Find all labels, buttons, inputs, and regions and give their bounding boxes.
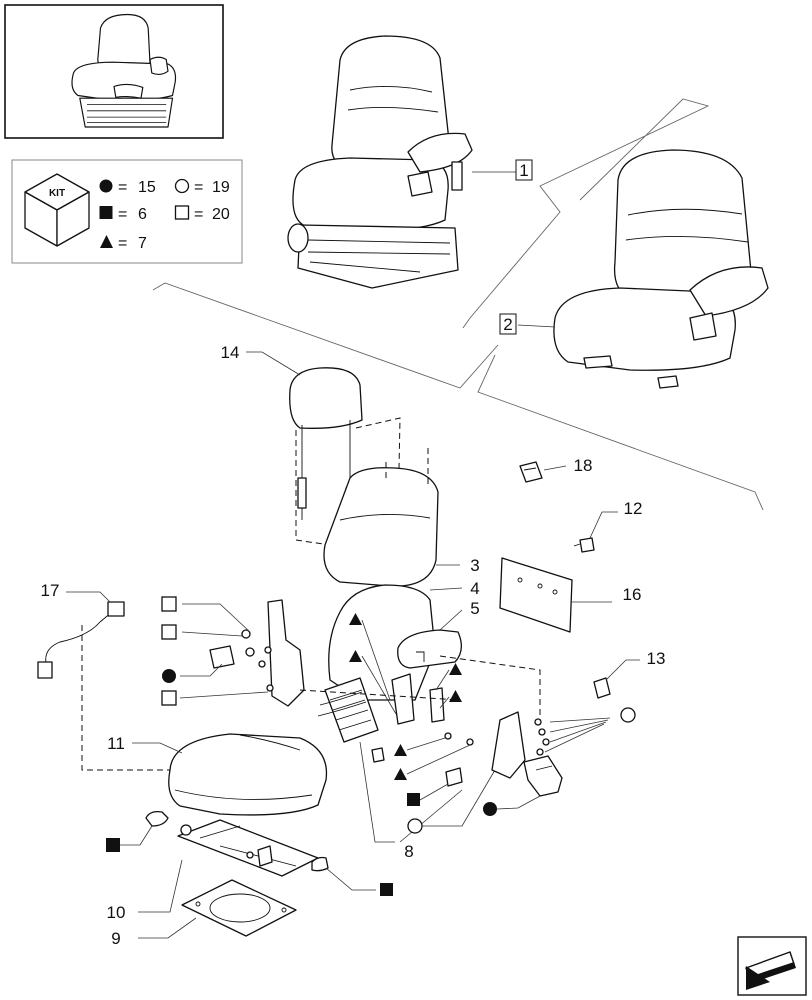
callout-13: 13 [647, 649, 666, 668]
callout-1: 1 [519, 161, 528, 180]
kit-eq-1: = [118, 179, 127, 196]
filled-square-symbol [99, 206, 113, 219]
filled-circle-marker [483, 802, 497, 816]
mounting-plate[interactable] [499, 557, 573, 633]
callout-17: 17 [41, 581, 60, 600]
callout-12: 12 [624, 499, 643, 518]
callout-8: 8 [404, 842, 413, 861]
filled-circle-symbol [99, 179, 113, 193]
kit-value-filled-triangle: 7 [138, 235, 147, 252]
seat-cushion[interactable] [168, 733, 328, 816]
open-circle-symbol [174, 178, 190, 194]
seat-pan[interactable] [177, 819, 319, 877]
center-hardware[interactable] [391, 673, 474, 787]
knob-12[interactable] [573, 537, 595, 553]
callout-5: 5 [470, 599, 479, 618]
base-plate[interactable] [181, 879, 297, 937]
cap-13[interactable] [593, 677, 611, 699]
callout-14: 14 [221, 343, 240, 362]
open-circle-marker [407, 818, 423, 834]
kit-eq-4: = [194, 179, 203, 196]
pan-cap[interactable] [311, 856, 329, 872]
filled-triangle-marker [349, 613, 362, 625]
callout-9: 9 [111, 929, 120, 948]
seat-thumbnail[interactable] [4, 4, 224, 139]
armrest[interactable] [397, 629, 462, 669]
open-square-marker [161, 624, 177, 640]
callout-11: 11 [107, 734, 125, 753]
seat-belt-buckle[interactable] [523, 755, 563, 797]
filled-circle-marker [162, 669, 176, 683]
open-square-marker [161, 596, 177, 612]
filled-square-marker [106, 838, 120, 852]
filled-triangle-marker [449, 663, 462, 675]
open-circle-marker [620, 707, 636, 723]
kit-value-filled-circle: 15 [138, 179, 156, 196]
kit-label: KIT [49, 188, 65, 199]
next-page-arrow-icon[interactable] [737, 936, 807, 996]
callout-4: 4 [470, 579, 479, 598]
kit-eq-5: = [194, 206, 203, 223]
filled-triangle-symbol [100, 235, 113, 248]
seat-assembly-upper[interactable] [553, 149, 769, 389]
right-side-bracket[interactable] [491, 711, 550, 779]
filled-square-marker [407, 793, 420, 806]
cushion-cap[interactable] [145, 810, 169, 827]
kit-legend: KIT = 15 = 6 = 7 = 19 = 20 [11, 159, 243, 264]
left-side-bracket[interactable] [209, 599, 305, 707]
callout-18: 18 [574, 456, 593, 475]
callout-16: 16 [623, 585, 642, 604]
kit-value-filled-square: 6 [138, 206, 147, 223]
kit-eq-3: = [118, 235, 127, 252]
callout-3: 3 [470, 556, 479, 575]
wiring-harness[interactable] [37, 601, 125, 679]
kit-eq-2: = [118, 206, 127, 223]
open-square-marker [161, 690, 177, 706]
clip-18[interactable] [519, 461, 543, 483]
backrest-cover[interactable] [323, 467, 439, 587]
filled-square-marker [380, 883, 393, 896]
seat-assembly-full[interactable] [287, 35, 473, 289]
callout-2: 2 [503, 315, 512, 334]
filled-triangle-marker [394, 768, 407, 780]
callout-10: 10 [107, 903, 126, 922]
kit-value-open-circle: 19 [212, 179, 230, 196]
filled-triangle-marker [449, 690, 462, 702]
filled-triangle-marker [349, 650, 362, 662]
filled-triangle-marker [394, 744, 407, 756]
kit-box-icon: KIT [24, 173, 90, 247]
open-square-symbol [174, 205, 190, 220]
kit-value-open-square: 20 [212, 206, 230, 223]
